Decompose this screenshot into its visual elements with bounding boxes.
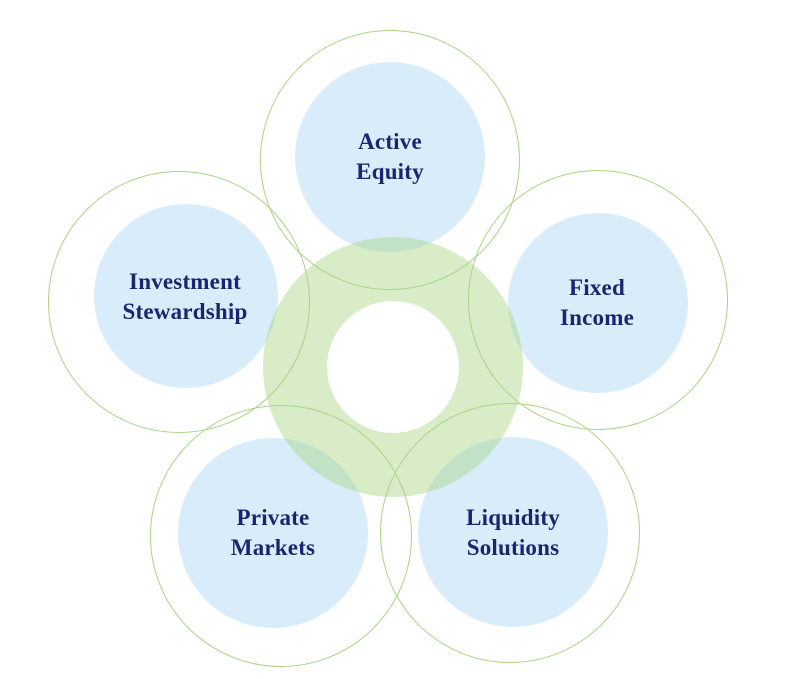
node-label-fixed-income: Fixed Income: [559, 275, 635, 330]
outline-ring-active-equity: [260, 30, 520, 290]
center-hole: [327, 301, 459, 433]
outline-ring-fixed-income: [468, 170, 728, 430]
node-label-private-markets: Private Markets: [230, 505, 316, 560]
node-label-active-equity: Active Equity: [356, 129, 424, 184]
node-label-liquidity-solutions: Liquidity Solutions: [466, 505, 560, 560]
node-label-investment-stewardship: Investment Stewardship: [122, 269, 248, 324]
outline-ring-liquidity-solutions: [380, 403, 640, 663]
outline-ring-investment-stewardship: [48, 171, 310, 433]
